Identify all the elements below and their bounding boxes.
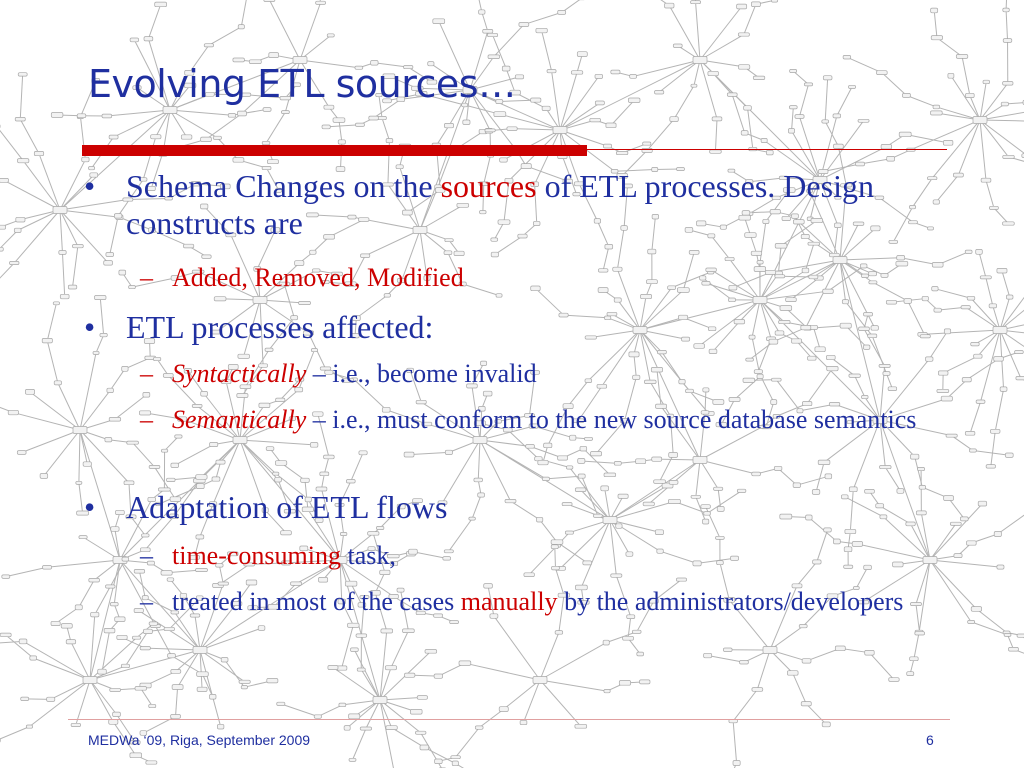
highlight-manually: manually [460,587,558,616]
dash-marker: – [140,359,153,388]
bullet-text: of ETL processes. Design constructs are [126,168,874,241]
bullet-highlight-sources: sources [440,168,537,204]
emphasis-syntactically: Syntactically [172,359,307,388]
sub-bullet-text: – i.e., must conform to the new source d… [306,405,917,434]
dash-marker: – [140,405,153,434]
bullet-marker: • [84,489,96,525]
dash-marker: – [140,541,153,570]
sub-bullet-text: treated in most of the cases [172,587,461,616]
bullet-adaptation: • Adaptation of ETL flows [84,489,964,526]
bullet-text: ETL processes affected: [126,309,434,345]
bullet-marker: • [84,309,96,345]
sub-bullet-treated-manually: – treated in most of the cases manually … [140,586,920,618]
bullet-etl-affected: • ETL processes affected: [84,309,964,346]
sub-bullet-time-consuming: – time-consuming task, [140,540,920,572]
bullet-text: Adaptation of ETL flows [126,489,448,525]
dash-marker: – [140,587,153,616]
sub-bullet-text: task, [340,541,396,570]
footer-divider [68,719,950,720]
bullet-schema-changes: • Schema Changes on the sources of ETL p… [84,168,964,242]
sub-bullet-text: by the administrators/developers [557,587,904,616]
slide-number: 6 [926,732,934,748]
bullet-text: Schema Changes on the [126,168,441,204]
sub-bullet-added-removed-modified: – Added, Removed, Modified [140,262,920,294]
dash-marker: – [140,263,153,292]
highlight-time-consuming: time-consuming [172,541,341,570]
sub-bullet-syntactically: – Syntactically – i.e., become invalid [140,358,920,390]
sub-bullet-text: Added, Removed, Modified [172,263,464,292]
slide-title: Evolving ETL sources… [88,62,516,106]
emphasis-semantically: Semantically [172,405,307,434]
footer-text: MEDWa ‘09, Riga, September 2009 [88,732,311,748]
sub-bullet-semantically: – Semantically – i.e., must conform to t… [140,404,920,436]
bullet-marker: • [84,168,96,204]
title-underline-thin [587,149,947,150]
sub-bullet-text: – i.e., become invalid [306,359,537,388]
title-underline-accent [82,145,587,156]
